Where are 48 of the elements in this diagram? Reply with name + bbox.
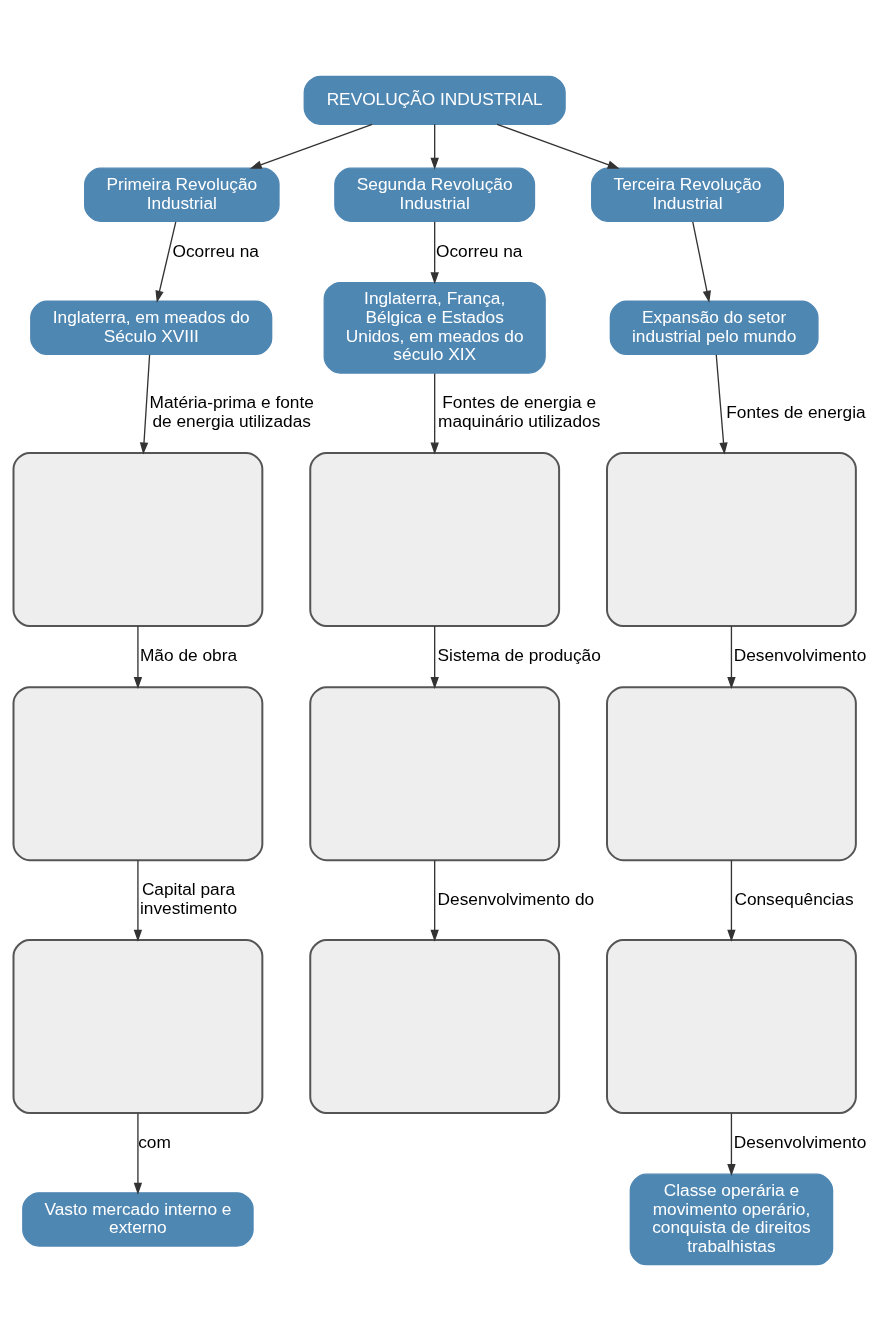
edge-label: Desenvolvimento bbox=[733, 1131, 867, 1152]
arrow bbox=[249, 123, 373, 169]
edge-label: com bbox=[138, 1131, 171, 1152]
edge-label: Desenvolvimento bbox=[733, 644, 867, 665]
node-box: Inglaterra, França, Bélgica e Estados Unidos, em meados do século XIX bbox=[323, 281, 546, 374]
node-box: Expansão do setor industrial pelo mundo bbox=[609, 300, 819, 355]
arrow bbox=[133, 859, 143, 942]
arrow bbox=[715, 353, 728, 454]
node-box bbox=[309, 451, 561, 627]
node-box: Primeira Revolução Industrial bbox=[84, 166, 280, 222]
edge-label: Mão de obra bbox=[139, 644, 238, 665]
arrow bbox=[496, 123, 620, 169]
edge-label: Sistema de produção bbox=[437, 644, 601, 665]
node-box: Segunda Revolução Industrial bbox=[334, 166, 536, 222]
node-box bbox=[606, 685, 857, 861]
arrow bbox=[133, 625, 143, 689]
arrow bbox=[727, 625, 736, 689]
arrow bbox=[133, 1112, 143, 1195]
edge-label: Ocorreu na bbox=[436, 240, 523, 261]
node-box bbox=[12, 451, 264, 627]
node-box: REVOLUÇÃO INDUSTRIAL bbox=[303, 75, 566, 125]
node-box: Inglaterra, em meados do Século XVIII bbox=[30, 300, 273, 355]
arrow bbox=[430, 220, 439, 284]
node-box bbox=[606, 451, 857, 627]
edge-label: Matéria-prima e fonte de energia utilizadas bbox=[149, 391, 314, 431]
arrow bbox=[727, 1112, 736, 1176]
arrow bbox=[155, 220, 177, 303]
edge-label: Capital para investimento bbox=[139, 878, 237, 918]
edge-label: Fontes de energia bbox=[726, 401, 866, 422]
arrow bbox=[430, 859, 439, 942]
node-box: Classe operária e movimento operário, conquista de direitos trabalhistas bbox=[629, 1173, 834, 1265]
node-box: Vasto mercado interno e externo bbox=[22, 1191, 254, 1247]
arrow bbox=[430, 625, 439, 689]
edge-label: Desenvolvimento do bbox=[437, 888, 595, 909]
arrow bbox=[727, 859, 736, 942]
node-box: Terceira Revolução Industrial bbox=[591, 166, 784, 222]
node-box bbox=[606, 938, 857, 1114]
edge-label: Fontes de energia e maquinário utilizados bbox=[438, 391, 601, 431]
node-box bbox=[12, 685, 264, 861]
edge-label: Ocorreu na bbox=[172, 240, 259, 261]
arrow bbox=[430, 123, 439, 170]
node-box bbox=[309, 938, 561, 1114]
arrow bbox=[430, 372, 439, 455]
arrow bbox=[692, 220, 711, 303]
edge-label: Consequências bbox=[734, 888, 854, 909]
node-box bbox=[12, 938, 264, 1114]
node-box bbox=[309, 685, 561, 861]
arrow bbox=[139, 353, 151, 454]
